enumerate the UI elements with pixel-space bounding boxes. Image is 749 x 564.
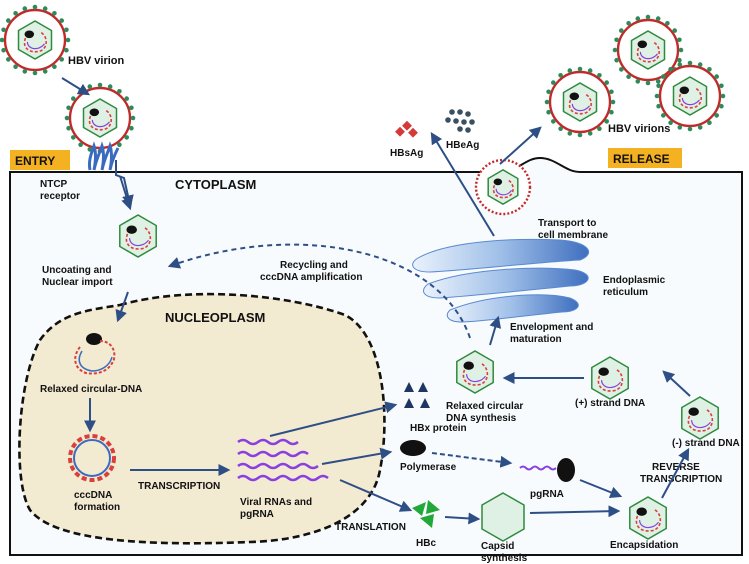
capsid-synthesis-label: Capsid (481, 541, 514, 552)
pgrna-label: pgRNA (530, 489, 564, 500)
recycling-label: Recycling and (280, 260, 348, 271)
release-tag (608, 148, 682, 168)
nucleocapsid-icon (119, 214, 157, 258)
rcdna-icon (74, 333, 116, 375)
pathway-arrows (61, 77, 691, 525)
rc-synthesis-label-2: DNA synthesis (446, 413, 517, 424)
cccdna-label: cccDNA (74, 490, 112, 501)
minus-strand-label: (-) strand DNA (672, 438, 740, 449)
reverse-transcription-label: REVERSE (652, 462, 700, 473)
nucleocapsid-icon (629, 496, 667, 540)
hbv-virion-icon (544, 66, 616, 138)
transcription-label: TRANSCRIPTION (138, 481, 220, 492)
viral-rnas-label: Viral RNAs and (240, 497, 312, 508)
hbeag-icon (445, 109, 475, 133)
entry-tag-label: ENTRY (15, 154, 55, 168)
hbv-virion-icon (654, 60, 726, 132)
plus-strand-label: (+) strand DNA (575, 398, 645, 409)
hbv-virion-icon (64, 82, 136, 154)
er-label: Endoplasmic (603, 275, 666, 286)
ntcp-receptor-icon (88, 141, 120, 171)
hbeag-label: HBeAg (446, 140, 479, 151)
translation-label: TRANSLATION (335, 522, 406, 533)
release-tag-label: RELEASE (613, 152, 670, 166)
hbc-icon (412, 500, 440, 528)
envelopment-label: Envelopment and (510, 322, 593, 333)
envelopment-label-2: maturation (510, 334, 562, 345)
ntcp-label: NTCP (40, 179, 68, 190)
cccdna-label-2: formation (74, 502, 120, 513)
pgrna-icon (519, 458, 575, 482)
er-label-2: reticulum (603, 287, 648, 298)
hbsag-icon (395, 120, 418, 138)
uncoating-label-2: Nuclear import (42, 277, 113, 288)
polymerase-icon (400, 440, 426, 456)
hbc-label: HBc (416, 538, 436, 549)
hbv-virions-label: HBV virions (608, 123, 670, 135)
cccdna-icon (68, 434, 116, 482)
nucleocapsid-icon (681, 396, 719, 440)
capsid-synthesis-label-2: synthesis (481, 553, 528, 564)
relaxed-circular-dna-label: Relaxed circular-DNA (40, 384, 142, 395)
cytoplasm-label: CYTOPLASM (175, 177, 256, 192)
hbv-virion-icon (612, 14, 684, 86)
empty-capsid-icon (481, 492, 525, 542)
hbv-virion-label: HBV virion (68, 55, 125, 67)
transport-label: Transport to (538, 218, 596, 229)
nucleoplasm-label: NUCLEOPLASM (165, 310, 265, 325)
hbsag-label: HBsAg (390, 148, 423, 159)
polymerase-label: Polymerase (400, 462, 457, 473)
reverse-transcription-label-2: TRANSCRIPTION (640, 474, 722, 485)
recycling-label-2: cccDNA amplification (260, 272, 362, 283)
endoplasmic-reticulum-icon (412, 238, 590, 323)
hbv-virion-icon (474, 158, 532, 216)
transport-label-2: cell membrane (538, 230, 608, 241)
viral-rnas-icon (237, 438, 329, 482)
encapsidation-label: Encapsidation (610, 540, 678, 551)
nucleocapsid-icon (591, 356, 629, 400)
viral-rnas-label-2: pgRNA (240, 509, 274, 520)
hbx-protein-icon (404, 382, 430, 408)
uncoating-label: Uncoating and (42, 265, 111, 276)
hbv-virion-icon (0, 4, 71, 76)
entry-tag (10, 150, 70, 170)
rc-synthesis-label: Relaxed circular (446, 401, 523, 412)
hbx-protein-label: HBx protein (410, 423, 467, 434)
nucleocapsid-icon (456, 350, 494, 394)
ntcp-label-2: receptor (40, 191, 80, 202)
